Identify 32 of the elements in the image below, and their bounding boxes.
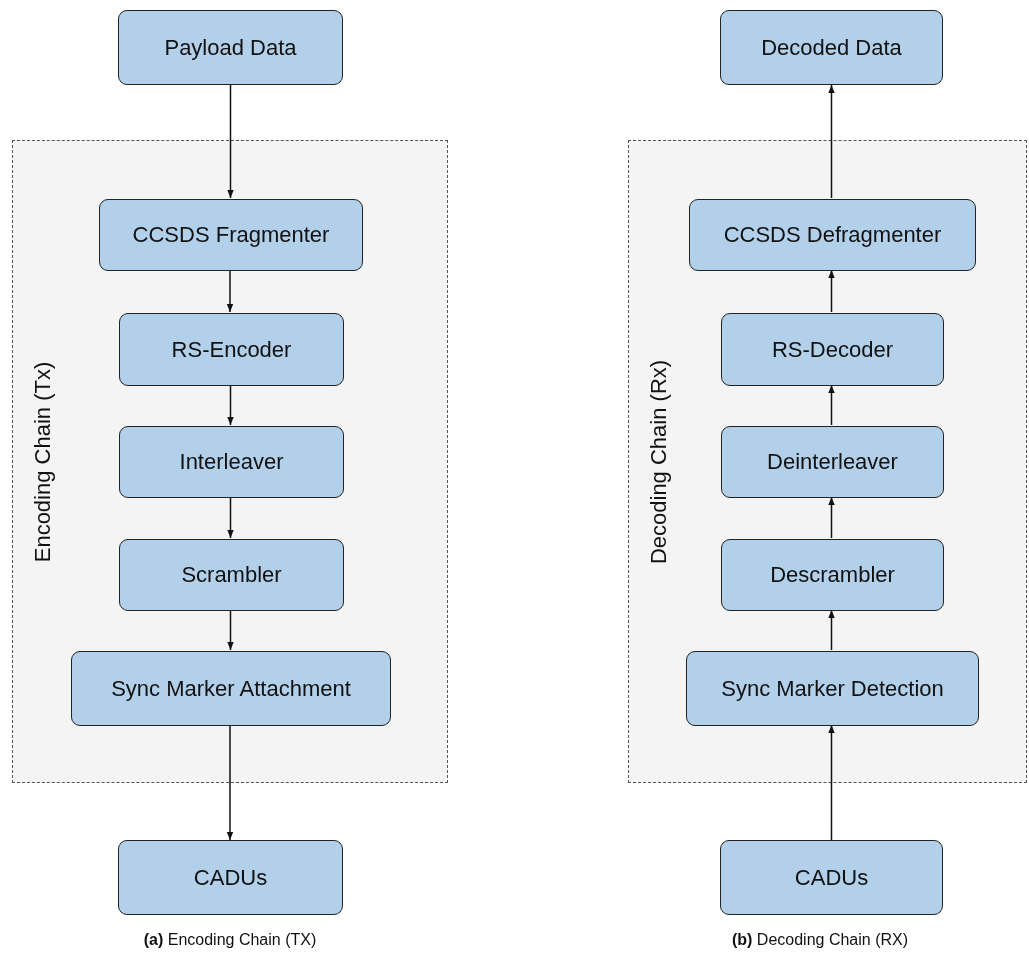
arrow — [226, 269, 234, 313]
process-box: Sync Marker Attachment — [71, 651, 391, 726]
process-box: Descrambler — [721, 539, 944, 611]
arrow — [828, 496, 835, 539]
process-box: Scrambler — [119, 539, 344, 611]
process-box: CADUs — [118, 840, 343, 915]
process-box: CCSDS Defragmenter — [689, 199, 976, 271]
process-box: RS-Decoder — [721, 313, 944, 386]
group-title: Decoding Chain (Rx) — [646, 359, 672, 564]
arrow — [828, 84, 835, 199]
dashed-group-frame — [12, 140, 448, 783]
arrow — [227, 496, 234, 539]
process-box: CADUs — [720, 840, 943, 915]
dashed-group-frame — [628, 140, 1027, 783]
arrow — [227, 609, 234, 651]
arrow — [828, 609, 835, 651]
figure-caption: (b) Decoding Chain (RX) — [731, 931, 909, 949]
process-box: Deinterleaver — [721, 426, 944, 498]
process-box: Payload Data — [118, 10, 343, 85]
arrow — [227, 384, 234, 426]
arrow — [226, 724, 234, 841]
group-title: Encoding Chain (Tx) — [30, 361, 56, 562]
arrow — [828, 724, 835, 841]
process-box: Sync Marker Detection — [686, 651, 979, 726]
arrow — [828, 384, 835, 426]
process-box: Interleaver — [119, 426, 344, 498]
arrow — [828, 269, 835, 313]
process-box: CCSDS Fragmenter — [99, 199, 363, 271]
process-box: RS-Encoder — [119, 313, 344, 386]
process-box: Decoded Data — [720, 10, 943, 85]
figure-caption: (a) Encoding Chain (TX) — [143, 931, 317, 949]
arrow — [227, 84, 234, 199]
